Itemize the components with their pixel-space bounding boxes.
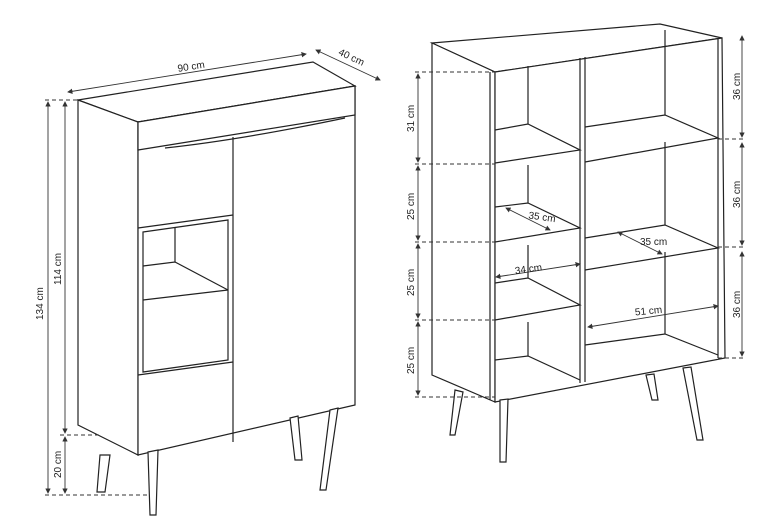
cabinet-top-drawer	[137, 85, 356, 151]
leg-height-label: 20 cm	[53, 451, 64, 478]
cabinet-leg	[289, 415, 303, 461]
cabinet-side	[77, 99, 139, 456]
left-depth-label: 35 cm	[528, 210, 557, 225]
drawer-handle	[164, 117, 346, 149]
body-height-label: 114 cm	[53, 253, 64, 285]
left-height-label: 25 cm	[406, 193, 417, 220]
cabinet-leg	[147, 449, 159, 516]
left-height-label: 25 cm	[406, 269, 417, 296]
shelf-leg	[499, 398, 509, 463]
cabinet-leg	[96, 454, 111, 493]
cabinet-leg	[319, 407, 339, 491]
left-height-label: 25 cm	[406, 347, 417, 374]
right-height-label: 36 cm	[732, 291, 743, 318]
left-width-label: 34 cm	[514, 262, 543, 277]
cabinet-drawing	[75, 61, 357, 516]
right-height-label: 36 cm	[732, 73, 743, 100]
width-label: 90 cm	[177, 60, 206, 75]
right-height-label: 36 cm	[732, 181, 743, 208]
right-depth-label: 35 cm	[640, 237, 667, 248]
shelf-leg	[682, 366, 704, 441]
left-height-label: 31 cm	[406, 105, 417, 132]
shelf-leg	[645, 373, 659, 401]
depth-label: 40 cm	[336, 47, 365, 68]
total-height-label: 134 cm	[35, 287, 46, 320]
glass-compartment	[142, 219, 229, 373]
shelf-side	[431, 42, 496, 403]
shelf-leg	[449, 389, 464, 436]
shelf-unit-drawing	[429, 23, 726, 463]
right-width-label: 51 cm	[634, 305, 662, 319]
shelf-unit-dimensions: 31 cm 25 cm 25 cm 25 cm 36 cm 36 cm 36 c…	[406, 35, 746, 398]
cabinet-dimensions: 90 cm 40 cm 134 cm 114 cm 20 cm	[35, 47, 381, 496]
